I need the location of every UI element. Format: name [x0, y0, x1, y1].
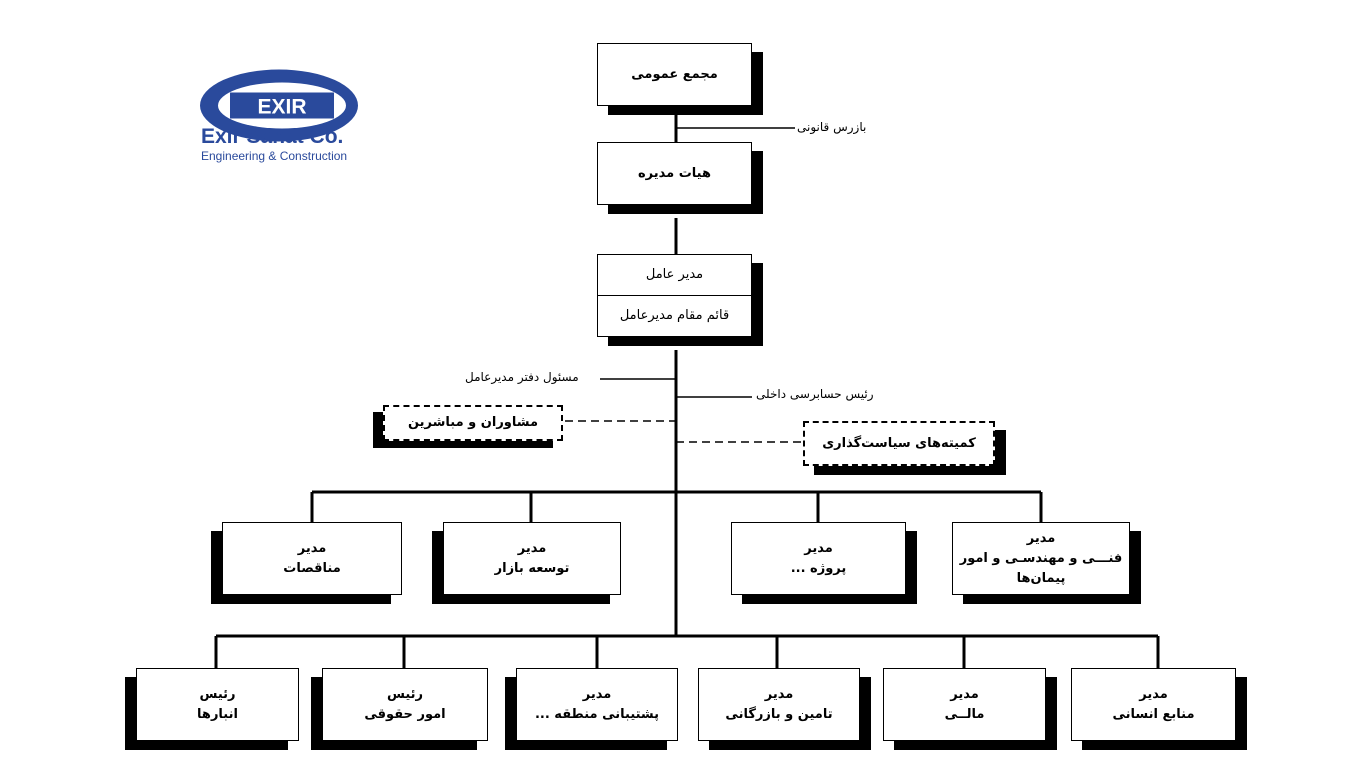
market-development-line2: توسعه بازار — [494, 560, 570, 576]
general-assembly-box[interactable]: مجمع عمومی — [597, 43, 752, 106]
finance-manager-box[interactable]: مدیر مالــی — [883, 668, 1046, 741]
tenders-title: مدیر — [297, 540, 327, 556]
general-assembly-label: مجمع عمومی — [631, 66, 718, 82]
board-box[interactable]: هیات مدیره — [597, 142, 752, 205]
procurement-title: مدیر — [764, 686, 794, 702]
warehouses-line2: انبارها — [197, 706, 238, 722]
warehouses-box[interactable]: رئیس انبارها — [136, 668, 299, 741]
warehouses-title: رئیس — [199, 686, 236, 702]
legal-affairs-title: رئیس — [386, 686, 424, 702]
hr-title: مدیر — [1139, 686, 1168, 702]
regional-support-title: مدیر — [582, 686, 612, 702]
finance-title: مدیر — [950, 686, 979, 702]
logo-mark: EXIR — [257, 96, 306, 119]
advisors-box[interactable]: مشاوران و مباشرین — [383, 405, 563, 441]
board-label: هیات مدیره — [638, 165, 711, 181]
company-name: Exir Sanat Co. — [201, 125, 344, 148]
regional-support-line2: پشتیبانی منطقه ... — [534, 706, 660, 722]
procurement-manager-box[interactable]: مدیر تامین و بازرگانی — [698, 668, 860, 741]
hr-manager-box[interactable]: مدیر منابع انسانی — [1071, 668, 1236, 741]
deputy-ceo-label: قائم مقام مدیرعامل — [619, 308, 730, 323]
legal-affairs-box[interactable]: رئیس امور حقوقی — [322, 668, 488, 741]
technical-manager-box[interactable]: مدیر فنـــی و مهندسـی و امور پیمان‌ها — [952, 522, 1130, 595]
project-manager-box[interactable]: مدیر پروژه ... — [731, 522, 906, 595]
ceo-label: مدیر عامل — [598, 255, 751, 296]
market-development-title: مدیر — [517, 540, 547, 556]
project-line2: پروژه ... — [790, 560, 847, 576]
ceo-office-label: مسئول دفتر مدیرعامل — [465, 370, 579, 384]
legal-affairs-line2: امور حقوقی — [364, 706, 446, 722]
market-development-box[interactable]: مدیر توسعه بازار — [443, 522, 621, 595]
internal-audit-label: رئیس حسابرسی داخلی — [756, 387, 874, 401]
hr-line2: منابع انسانی — [1112, 706, 1195, 722]
tenders-manager-box[interactable]: مدیر مناقصات — [222, 522, 402, 595]
tenders-line2: مناقصات — [283, 560, 341, 576]
finance-line2: مالــی — [944, 706, 985, 722]
legal-inspector-label: بازرس قانونی — [797, 120, 867, 134]
policy-committees-box[interactable]: کمیته‌های سیاست‌گذاری — [803, 421, 995, 466]
policy-committees-label: کمیته‌های سیاست‌گذاری — [822, 435, 976, 451]
ceo-box[interactable]: مدیر عامل قائم مقام مدیرعامل — [597, 254, 752, 337]
project-title: مدیر — [804, 540, 833, 556]
technical-title: مدیر — [1026, 530, 1056, 546]
technical-line2: فنـــی و مهندسـی و امور — [959, 550, 1123, 566]
advisors-label: مشاوران و مباشرین — [407, 415, 539, 430]
technical-line3: پیمان‌ها — [1016, 570, 1066, 586]
exir-logo: EXIR — [200, 69, 358, 142]
procurement-line2: تامین و بازرگانی — [725, 706, 833, 722]
company-tagline: Engineering & Construction — [201, 149, 348, 163]
regional-support-box[interactable]: مدیر پشتیبانی منطقه ... — [516, 668, 678, 741]
